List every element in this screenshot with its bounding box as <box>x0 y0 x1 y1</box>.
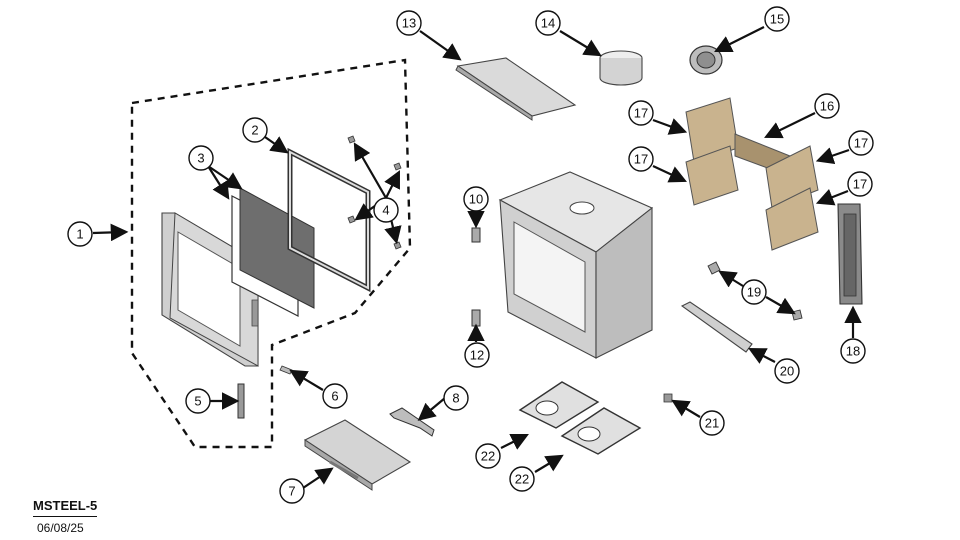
svg-text:5: 5 <box>194 394 201 409</box>
callout-19: 19 <box>741 279 767 305</box>
callout-17-top-left: 17 <box>628 100 654 126</box>
front-bar-part <box>680 301 753 353</box>
svg-text:17: 17 <box>634 106 648 121</box>
callout-14: 14 <box>535 10 561 36</box>
callout-15: 15 <box>764 6 790 32</box>
pin-part <box>279 365 293 375</box>
callout-22-left: 22 <box>475 443 501 469</box>
svg-text:13: 13 <box>402 16 416 31</box>
callout-1: 1 <box>67 221 93 247</box>
callout-17-top-right: 17 <box>848 130 874 156</box>
callout-17-bottom-left: 17 <box>628 146 654 172</box>
svg-text:20: 20 <box>780 364 794 379</box>
svg-text:14: 14 <box>541 16 555 31</box>
callout-12: 12 <box>464 342 490 368</box>
callout-20: 20 <box>774 358 800 384</box>
bracket-10-part <box>471 227 481 243</box>
flue-collar-part <box>599 50 643 86</box>
svg-text:16: 16 <box>820 99 834 114</box>
callout-18: 18 <box>840 338 866 364</box>
svg-text:15: 15 <box>770 12 784 27</box>
glass-clips-part <box>347 135 402 250</box>
callout-21: 21 <box>699 410 725 436</box>
svg-text:18: 18 <box>846 344 860 359</box>
stove-body-part <box>498 171 654 359</box>
grate-22b-part <box>560 407 642 455</box>
callout-8: 8 <box>443 385 469 411</box>
bracket-12-part <box>471 309 481 327</box>
svg-text:22: 22 <box>481 449 495 464</box>
blanking-plate-part <box>689 45 723 75</box>
callout-6: 6 <box>322 383 348 409</box>
svg-text:2: 2 <box>251 123 258 138</box>
svg-text:17: 17 <box>853 177 867 192</box>
door-assembly-boundary <box>130 58 412 449</box>
svg-text:12: 12 <box>470 348 484 363</box>
svg-text:4: 4 <box>382 203 389 218</box>
grate-22a-part <box>518 381 600 429</box>
clip-19a-part <box>707 261 721 275</box>
svg-text:6: 6 <box>331 389 338 404</box>
callout-4: 4 <box>373 197 399 223</box>
callout-16: 16 <box>814 93 840 119</box>
svg-text:8: 8 <box>452 391 459 406</box>
door-seal-part <box>287 147 371 293</box>
drawing-code: MSTEEL-5 <box>33 498 98 513</box>
ash-pan-part <box>303 419 412 491</box>
clip-19b-part <box>791 309 803 321</box>
svg-text:3: 3 <box>197 151 204 166</box>
callout-2: 2 <box>242 117 268 143</box>
riddling-handle-part <box>389 407 435 437</box>
drawing-code-underline <box>33 516 97 517</box>
callout-22-bottom: 22 <box>509 466 535 492</box>
callout-10: 10 <box>463 186 489 212</box>
screw-part <box>663 393 673 403</box>
svg-text:17: 17 <box>634 152 648 167</box>
svg-text:10: 10 <box>469 192 483 207</box>
callout-3: 3 <box>188 145 214 171</box>
svg-text:7: 7 <box>288 484 295 499</box>
callout-17-bottom-right: 17 <box>847 171 873 197</box>
svg-text:1: 1 <box>76 227 83 242</box>
svg-text:19: 19 <box>747 285 761 300</box>
drawing-date: 06/08/25 <box>37 521 84 535</box>
svg-text:22: 22 <box>515 472 529 487</box>
svg-text:17: 17 <box>854 136 868 151</box>
leader-lines <box>92 26 862 489</box>
firebricks-part <box>685 97 819 251</box>
callout-13: 13 <box>396 10 422 36</box>
baffle-plate-part <box>455 57 577 121</box>
svg-text:21: 21 <box>705 416 719 431</box>
callout-7: 7 <box>279 478 305 504</box>
door-latch-part <box>237 383 245 419</box>
callout-5: 5 <box>185 388 211 414</box>
side-grate-part <box>837 203 863 305</box>
